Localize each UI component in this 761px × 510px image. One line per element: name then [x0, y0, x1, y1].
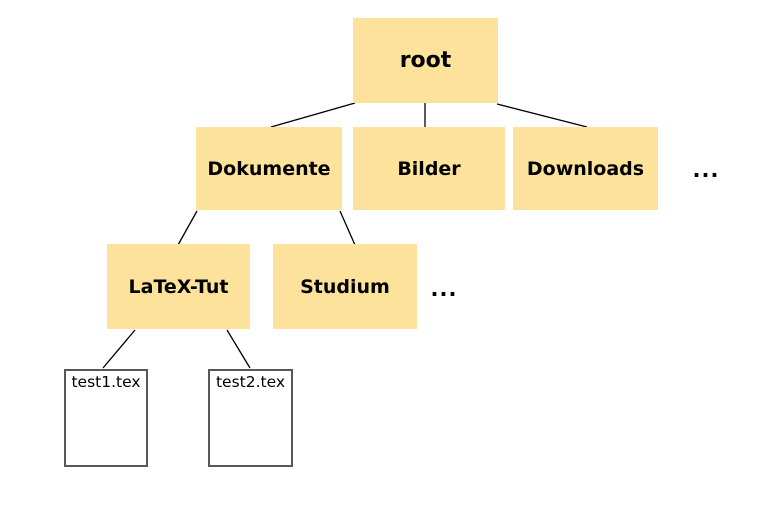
file-node-test1: test1.tex: [64, 369, 148, 467]
edge-dokumente-latex: [177, 210, 198, 246]
node-latex-tut: LaTeX-Tut: [107, 244, 250, 329]
file-node-test2: test2.tex: [208, 369, 293, 467]
edge-root-downloads: [496, 103, 588, 128]
ellipsis-level2: ...: [692, 158, 720, 182]
node-bilder: Bilder: [353, 127, 505, 210]
node-dokumente: Dokumente: [196, 127, 342, 210]
node-root: root: [353, 18, 498, 103]
edge-dokumente-studium: [339, 210, 356, 246]
node-downloads: Downloads: [513, 127, 658, 210]
ellipsis-level3: ...: [430, 277, 458, 301]
edge-latex-test2: [226, 329, 251, 369]
edge-root-dokumente: [270, 102, 356, 128]
node-studium: Studium: [273, 244, 417, 329]
edge-latex-test1: [102, 329, 136, 369]
